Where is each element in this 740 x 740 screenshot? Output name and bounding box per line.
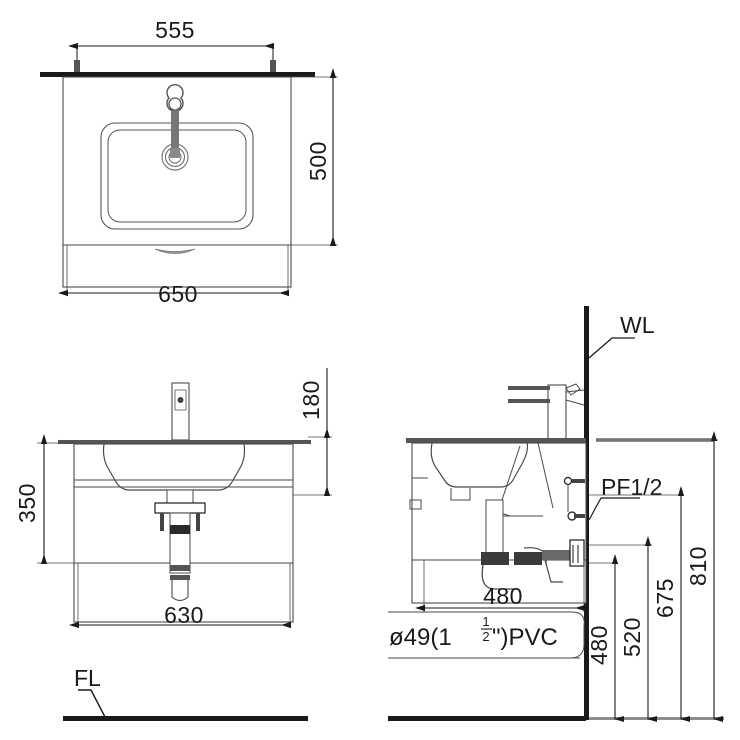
pvc-note: ø49(1 1 2 ")PVC <box>388 611 585 659</box>
water-supply-stub <box>563 476 585 521</box>
dimension-480v-label: 480 <box>586 625 612 665</box>
pvc-note-prefix: ø49(1 <box>389 624 452 651</box>
countertop-slab-left <box>57 439 312 445</box>
wl-label: WL <box>620 312 655 338</box>
dimension-350: 350 <box>14 434 78 564</box>
dimension-630-label: 630 <box>164 602 204 628</box>
dimension-480-horizontal: 480 <box>415 560 585 612</box>
dimension-650-label: 650 <box>158 281 198 307</box>
pvc-note-suffix: ")PVC <box>492 624 558 651</box>
dimension-810-label: 810 <box>685 546 711 586</box>
dimension-555-label: 555 <box>155 17 195 43</box>
view-right-section: WL <box>388 306 724 722</box>
dimension-500-label: 500 <box>305 141 331 181</box>
dimension-480-vertical: 480 <box>586 554 624 722</box>
view-left-section: 180 <box>14 368 332 721</box>
dimension-520-label: 520 <box>619 617 645 657</box>
faucet-right-section <box>508 383 585 441</box>
pf-leader: PF1/2 <box>588 474 662 521</box>
pvc-note-fraction-denominator: 2 <box>482 629 489 644</box>
drain-assembly-left <box>154 489 206 602</box>
dimension-520: 520 <box>589 536 657 722</box>
dimension-555: 555 <box>68 17 274 70</box>
dimension-500: 500 <box>291 68 338 246</box>
dimension-630: 630 <box>69 563 291 629</box>
pf-label: PF1/2 <box>601 474 662 500</box>
dimension-480h-label: 480 <box>483 583 523 609</box>
faucet-plan <box>161 84 189 171</box>
dimension-675-label: 675 <box>652 578 678 618</box>
floor-line-left: FL <box>63 665 308 721</box>
dimension-180: 180 <box>272 368 332 496</box>
dimension-810: 810 <box>596 431 723 722</box>
dimension-350-label: 350 <box>14 483 40 523</box>
dimension-180-label: 180 <box>298 380 324 420</box>
drain-trap-right <box>481 499 585 590</box>
dimension-650: 650 <box>58 245 289 307</box>
overflow-detail-plan <box>154 248 196 254</box>
wl-leader: WL <box>588 312 655 359</box>
fl-label: FL <box>74 665 101 691</box>
dimension-675: 675 <box>589 486 690 722</box>
view-plan: 555 <box>40 17 338 307</box>
pvc-note-fraction-numerator: 1 <box>482 614 489 629</box>
